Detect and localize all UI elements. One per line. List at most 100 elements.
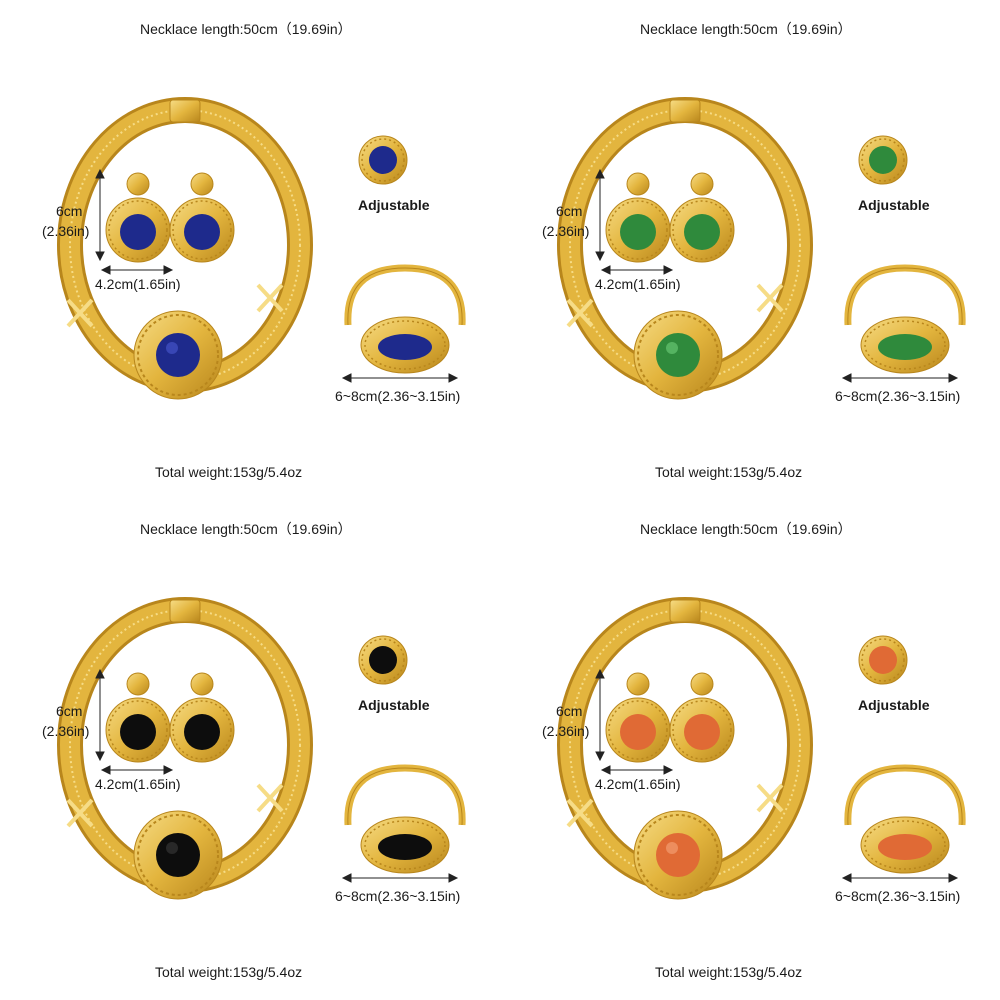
pendant-stone [656, 833, 700, 877]
earring-stone-left [120, 214, 156, 250]
earring-stone-right [684, 214, 720, 250]
bracelet-size-label: 6~8cm(2.36~3.15in) [335, 388, 461, 404]
bracelet-width-arrow [841, 373, 959, 383]
crystal-cross-right [256, 283, 284, 313]
crystal-cross-left [566, 798, 594, 828]
earrings [105, 172, 235, 263]
earring-height-label: 6cm (2.36in) [42, 201, 89, 241]
ring [358, 135, 408, 185]
jewelry-set-panel-black: Necklace length:50cm（19.69in） Adjustable… [0, 500, 500, 1000]
earring-width-arrow [100, 265, 174, 275]
crystal-cross-right [756, 283, 784, 313]
necklace-clasp [169, 599, 201, 623]
earring-height-in: (2.36in) [42, 723, 90, 739]
earring-stone-right [184, 714, 220, 750]
earring-height-cm: 6cm [556, 203, 583, 219]
earring-width-arrow [600, 765, 674, 775]
bracelet [844, 764, 966, 874]
necklace [57, 597, 313, 900]
bracelet [344, 264, 466, 374]
jewelry-set-panel-green: Necklace length:50cm（19.69in） Adjustable… [500, 0, 1000, 500]
earring-height-cm: 6cm [56, 203, 83, 219]
bracelet-stone [378, 334, 432, 360]
earring-height-cm: 6cm [56, 703, 83, 719]
bracelet-stone [878, 834, 932, 860]
necklace [57, 97, 313, 400]
earring-width-label: 4.2cm(1.65in) [595, 276, 681, 292]
necklace-clasp [669, 99, 701, 123]
jewelry-set-panel-blue: Necklace length:50cm（19.69in） Adjustable… [0, 0, 500, 500]
crystal-cross-right [756, 783, 784, 813]
ring [858, 635, 908, 685]
necklace-length-label: Necklace length:50cm（19.69in） [140, 521, 352, 537]
earring-height-label: 6cm (2.36in) [542, 701, 589, 741]
earring-width-label: 4.2cm(1.65in) [95, 776, 181, 792]
ring-adjustable-label: Adjustable [358, 197, 430, 213]
ring [358, 635, 408, 685]
earrings [605, 172, 735, 263]
earring-height-arrow [95, 168, 105, 262]
bracelet [344, 764, 466, 874]
earring-width-arrow [600, 265, 674, 275]
earring-height-in: (2.36in) [542, 723, 590, 739]
crystal-cross-right [256, 783, 284, 813]
earring-stone-right [184, 214, 220, 250]
necklace-clasp [669, 599, 701, 623]
necklace-pendant [133, 810, 223, 900]
crystal-cross-left [66, 798, 94, 828]
jewelry-set-illustration [57, 597, 466, 900]
ring-stone [869, 146, 897, 174]
ring-adjustable-label: Adjustable [858, 697, 930, 713]
jewelry-set-panel-orange: Necklace length:50cm（19.69in） Adjustable… [500, 500, 1000, 1000]
earring-stone-right [684, 714, 720, 750]
necklace-pendant [633, 810, 723, 900]
necklace-length-label: Necklace length:50cm（19.69in） [640, 521, 852, 537]
pendant-stone [656, 333, 700, 377]
earring-height-arrow [595, 668, 605, 762]
earring-height-label: 6cm (2.36in) [542, 201, 589, 241]
necklace-pendant [633, 310, 723, 400]
earring-stone-left [120, 714, 156, 750]
earring-width-label: 4.2cm(1.65in) [95, 276, 181, 292]
earring-height-cm: 6cm [556, 703, 583, 719]
earring-stone-left [620, 714, 656, 750]
pendant-stone [156, 833, 200, 877]
bracelet-size-label: 6~8cm(2.36~3.15in) [335, 888, 461, 904]
pendant-stone [156, 333, 200, 377]
jewelry-set-illustration [57, 97, 466, 400]
bracelet-size-label: 6~8cm(2.36~3.15in) [835, 888, 961, 904]
necklace-length-label: Necklace length:50cm（19.69in） [640, 21, 852, 37]
jewelry-set-illustration [557, 597, 966, 900]
total-weight-label: Total weight:153g/5.4oz [155, 464, 303, 480]
earring-height-label: 6cm (2.36in) [42, 701, 89, 741]
bracelet-width-arrow [341, 873, 459, 883]
total-weight-label: Total weight:153g/5.4oz [155, 964, 303, 980]
earrings [105, 672, 235, 763]
total-weight-label: Total weight:153g/5.4oz [655, 464, 803, 480]
ring [858, 135, 908, 185]
earring-height-arrow [595, 168, 605, 262]
necklace-length-label: Necklace length:50cm（19.69in） [140, 21, 352, 37]
total-weight-label: Total weight:153g/5.4oz [655, 964, 803, 980]
earring-height-arrow [95, 668, 105, 762]
necklace [557, 97, 813, 400]
bracelet-stone [878, 334, 932, 360]
earring-width-label: 4.2cm(1.65in) [595, 776, 681, 792]
earring-stone-left [620, 214, 656, 250]
bracelet-width-arrow [341, 373, 459, 383]
bracelet-width-arrow [841, 873, 959, 883]
earring-height-in: (2.36in) [542, 223, 590, 239]
ring-adjustable-label: Adjustable [358, 697, 430, 713]
necklace [557, 597, 813, 900]
bracelet-stone [378, 834, 432, 860]
ring-stone [369, 146, 397, 174]
ring-stone [369, 646, 397, 674]
ring-adjustable-label: Adjustable [858, 197, 930, 213]
earring-height-in: (2.36in) [42, 223, 90, 239]
jewelry-set-illustration [557, 97, 966, 400]
bracelet [844, 264, 966, 374]
necklace-pendant [133, 310, 223, 400]
earring-width-arrow [100, 765, 174, 775]
crystal-cross-left [66, 298, 94, 328]
necklace-clasp [169, 99, 201, 123]
